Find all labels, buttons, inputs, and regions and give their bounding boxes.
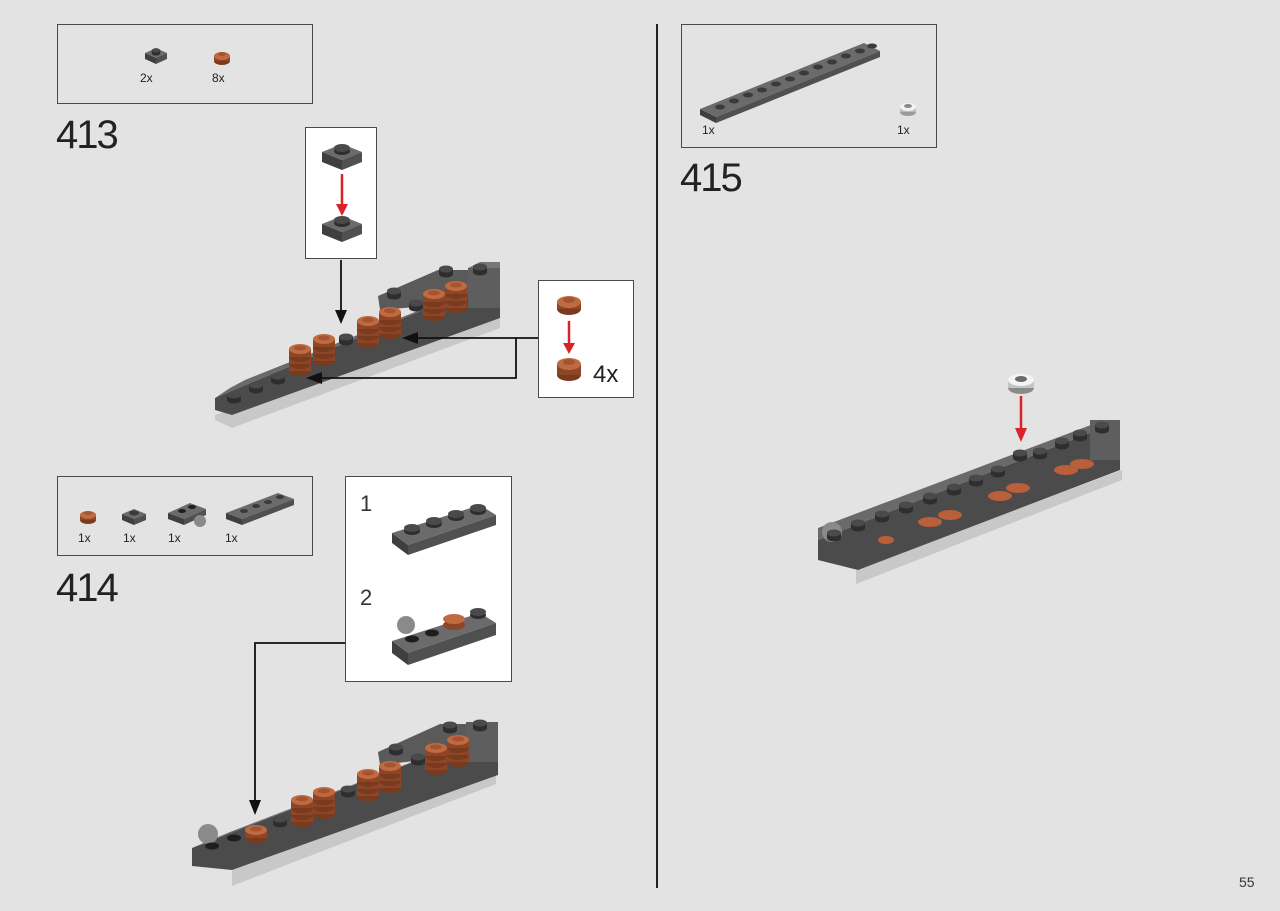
- plate-with-ball-icon: [168, 503, 206, 527]
- brown-round-plate-icon: [557, 296, 581, 315]
- part-qty: 1x: [123, 531, 136, 545]
- page-divider: [656, 24, 658, 888]
- parts-list-414: 1x 1x 1x 1x: [57, 476, 313, 556]
- dark-gray-plate-1x1-icon: [322, 216, 362, 242]
- part-qty: 1x: [897, 123, 910, 137]
- dark-gray-plate-1x4-icon: [226, 493, 294, 525]
- subassembly-plate-with-ball-icon: [392, 608, 496, 665]
- page-number: 55: [1239, 874, 1255, 890]
- dark-gray-plate-1x1-icon: [145, 48, 167, 64]
- part-qty: 2x: [140, 71, 153, 85]
- step-number: 415: [680, 156, 743, 200]
- parts-list-415: 1x 1x: [681, 24, 937, 148]
- step-number: 413: [56, 113, 119, 157]
- part-qty: 1x: [168, 531, 181, 545]
- brown-round-plate-icon: [557, 358, 581, 381]
- part-qty: 8x: [212, 71, 225, 85]
- dark-gray-plate-1x1-icon: [122, 509, 146, 525]
- callout-subassembly: 1 2: [345, 476, 512, 682]
- part-qty: 1x: [78, 531, 91, 545]
- dark-gray-plate-1x1-icon: [322, 144, 362, 170]
- red-arrow-icon: [336, 174, 348, 216]
- part-qty: 1x: [225, 531, 238, 545]
- brown-round-plate-icon: [80, 511, 96, 524]
- step-number: 414: [56, 566, 119, 610]
- parts-list-413: 2x 8x: [57, 24, 313, 104]
- red-arrow-icon: [563, 321, 575, 354]
- substep-number: 2: [360, 585, 373, 610]
- callout-round-plate-stack: 4x: [538, 280, 634, 398]
- callout-multiplier: 4x: [593, 361, 619, 388]
- substep-number: 1: [360, 491, 373, 516]
- callout-plate-stack: [305, 127, 377, 259]
- brown-round-plate-icon: [214, 52, 230, 65]
- dark-gray-plate-1x4-icon: [392, 504, 496, 555]
- part-qty: 1x: [702, 123, 715, 137]
- dark-gray-plate-1x12-icon: [700, 43, 880, 123]
- white-round-plate-icon: [900, 103, 916, 116]
